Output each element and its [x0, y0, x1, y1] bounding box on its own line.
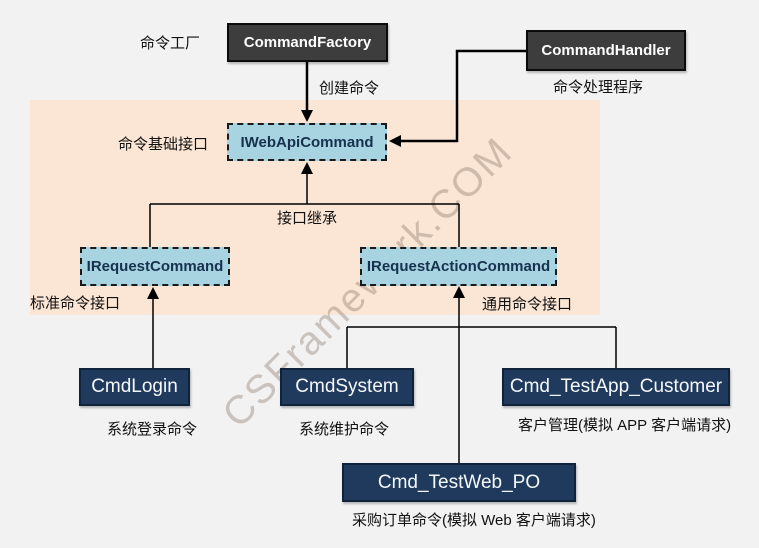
- caption-base-interface: 命令基础接口: [118, 136, 209, 153]
- caption-command-factory: 命令工厂: [140, 35, 201, 52]
- edge-inheritance-tree: [149, 162, 460, 247]
- edge-commands-to-request-action: [346, 286, 617, 463]
- node-iwebapicommand: IWebApiCommand: [227, 123, 387, 161]
- node-command-handler: CommandHandler: [526, 30, 686, 71]
- caption-standard-command-interface: 标准命令接口: [30, 295, 121, 312]
- edge-handler-to-webapi: [389, 49, 526, 147]
- caption-cmdsystem: 系统维护命令: [299, 421, 390, 438]
- node-cmd-testweb-po: Cmd_TestWeb_PO: [342, 463, 576, 502]
- caption-cmd-testapp: 客户管理(模拟 APP 客户端请求): [518, 417, 732, 434]
- node-irequestcommand: IRequestCommand: [80, 247, 230, 286]
- caption-general-command-interface: 通用命令接口: [482, 296, 573, 313]
- node-cmd-testapp-customer: Cmd_TestApp_Customer: [502, 368, 730, 406]
- caption-command-handler: 命令处理程序: [553, 79, 644, 96]
- node-cmdlogin: CmdLogin: [79, 368, 190, 406]
- caption-interface-inherit: 接口继承: [277, 210, 338, 227]
- caption-create-command: 创建命令: [319, 80, 380, 97]
- node-irequestactioncommand: IRequestActionCommand: [360, 247, 557, 286]
- node-command-factory: CommandFactory: [227, 23, 388, 62]
- edge-factory-to-webapi: [301, 62, 313, 122]
- node-cmdsystem: CmdSystem: [280, 368, 414, 406]
- edge-cmdlogin-to-request: [147, 287, 159, 368]
- caption-cmdlogin: 系统登录命令: [107, 421, 198, 438]
- caption-cmd-testweb: 采购订单命令(模拟 Web 客户端请求): [352, 512, 596, 529]
